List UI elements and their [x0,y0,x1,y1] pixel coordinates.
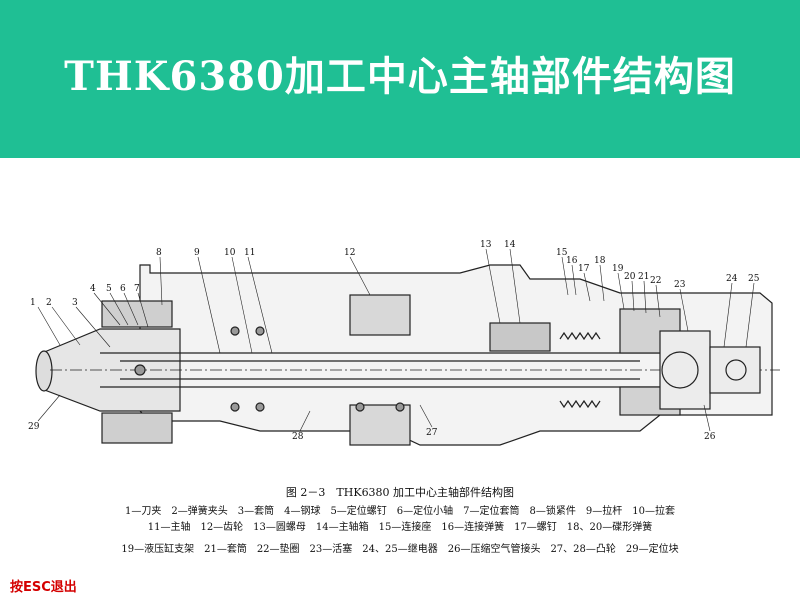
callout-14: 14 [504,240,516,250]
callout-26: 26 [704,432,716,442]
callout-1: 1 [30,298,36,308]
callout-24: 24 [726,274,738,284]
title-banner: THK6380加工中心主轴部件结构图 [0,0,800,158]
callout-10: 10 [224,248,236,258]
callout-13: 13 [480,240,492,250]
callout-5: 5 [106,284,112,294]
page-title: THK6380加工中心主轴部件结构图 [64,53,736,100]
callout-29: 29 [28,422,40,432]
callout-18: 18 [594,256,606,266]
callout-12: 12 [344,248,355,258]
callout-3: 3 [72,298,78,308]
callout-25: 25 [748,274,760,284]
callout-28: 28 [292,432,304,442]
legend-line-3: 19—液压缸支架 21—套筒 22—垫圈 23—活塞 24、25—继电器 26—… [121,544,679,555]
legend-line-1: 1—刀夹 2—弹簧夹头 3—套筒 4—钢球 5—定位螺钉 6—定位小轴 7—定位… [125,506,675,517]
callout-21: 21 [638,272,649,282]
callout-11: 11 [244,248,255,258]
callout-20: 20 [624,272,636,282]
callout-8: 8 [156,248,162,258]
callout-7: 7 [134,284,140,294]
callout-17: 17 [578,264,590,274]
exit-hint-link[interactable]: 按ESC退出 [10,580,77,595]
callout-15: 15 [556,248,568,258]
callout-16: 16 [566,256,578,266]
callout-4: 4 [90,284,96,294]
callout-27: 27 [426,428,438,438]
legend-line-2: 11—主轴 12—齿轮 13—圆螺母 14—主轴箱 15—连接座 16—连接弹簧… [147,522,653,533]
callout-19: 19 [612,264,624,274]
figure-caption: 图 2－3 THK6380 加工中心主轴部件结构图 [285,486,515,499]
callout-2: 2 [46,298,52,308]
callout-9: 9 [194,248,200,258]
callout-6: 6 [120,284,126,294]
callout-22: 22 [650,276,661,286]
spindle-drawing: 1 2 3 4 5 6 7 8 9 10 11 12 13 14 15 16 1… [28,240,780,446]
callout-23: 23 [674,280,686,290]
